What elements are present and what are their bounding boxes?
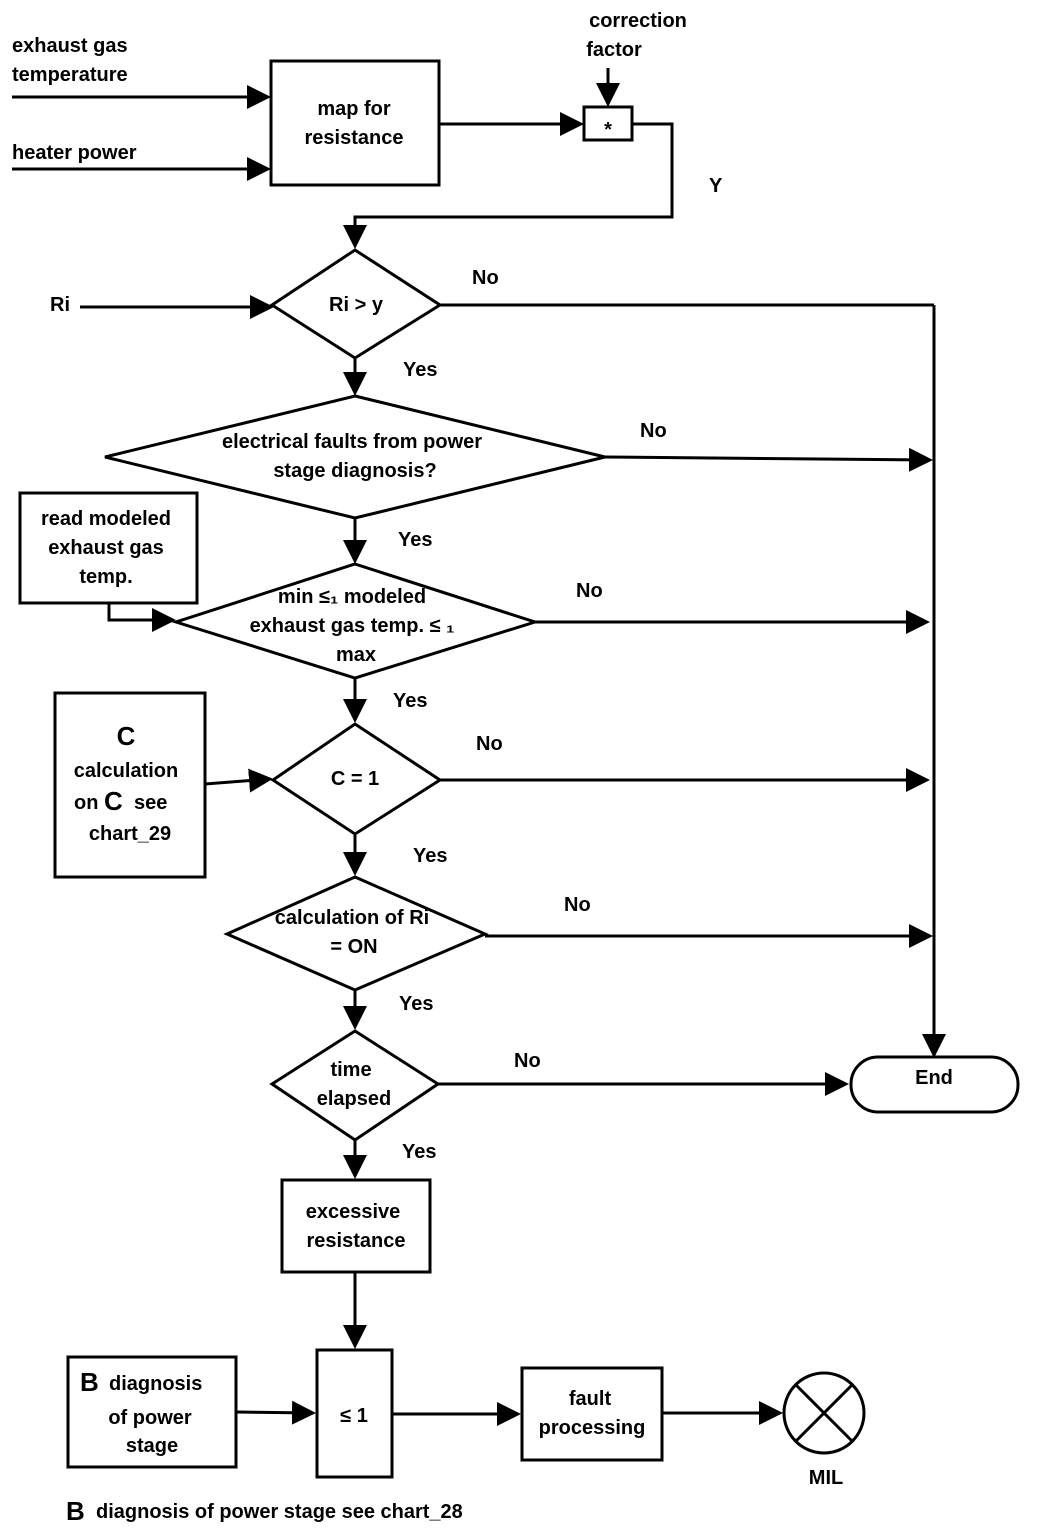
label-ri: Ri [50, 294, 70, 316]
b-diagnosis-of-power-stage-box: B diagnosis of power stage [66, 1355, 238, 1469]
svg-text:End: End [915, 1067, 953, 1089]
arrow-b-box-to-or [235, 1400, 316, 1425]
label-no-calc-ri: No [564, 894, 591, 916]
label-yes-c-equals-1: Yes [413, 845, 447, 867]
label-yes-ri-check: Yes [403, 359, 437, 381]
svg-text:diagnosis: diagnosis [109, 1373, 202, 1395]
label-mil: MIL [809, 1467, 843, 1489]
label-heater-power: heater power [12, 142, 137, 164]
svg-text:C: C [117, 721, 136, 751]
footnote-text: diagnosis of power stage see chart_28 [96, 1501, 463, 1523]
label-yes-calc-ri: Yes [399, 993, 433, 1015]
decision-c-equals-1: C = 1 [270, 722, 443, 836]
label-no-c-equals-1: No [476, 733, 503, 755]
svg-text:B: B [80, 1367, 99, 1397]
svg-text:≤ 1: ≤ 1 [340, 1405, 368, 1427]
arrow-read-modeled-to-check [107, 603, 176, 632]
svg-text:see: see [134, 792, 167, 814]
svg-text:on: on [74, 792, 98, 814]
svg-text:Ri > y: Ri > y [329, 294, 384, 316]
svg-text:calculation of Ri= ON: calculation of Ri= ON [275, 907, 429, 958]
svg-text:*: * [604, 119, 612, 141]
svg-text:calculation: calculation [74, 760, 178, 782]
c-calculation-box: C calculation on C see chart_29 [53, 691, 207, 879]
label-yes-electrical-faults: Yes [398, 529, 432, 551]
label-no-ri-check: No [472, 267, 499, 289]
label-no-modeled-temp: No [576, 580, 603, 602]
svg-text:of power: of power [108, 1407, 192, 1429]
svg-text:C = 1: C = 1 [331, 768, 379, 790]
decision-calculation-of-ri-on: calculation of Ri= ON [223, 875, 489, 992]
or-gate-box: ≤ 1 [315, 1348, 394, 1479]
label-no-electrical-faults: No [640, 420, 667, 442]
label-yes-time-elapsed: Yes [402, 1141, 436, 1163]
label-y: Y [709, 175, 723, 197]
no-arrow-electrical-faults [604, 447, 933, 472]
svg-text:stage: stage [126, 1435, 178, 1457]
decision-ri-greater-than-y: Ri > y [269, 248, 443, 360]
label-no-time-elapsed: No [514, 1050, 541, 1072]
label-yes-modeled-temp: Yes [393, 690, 427, 712]
svg-text:chart_29: chart_29 [89, 823, 171, 845]
end-terminator: End [849, 1055, 1020, 1114]
svg-text:C: C [104, 786, 123, 816]
connectors [12, 68, 946, 1426]
footnote-letter: B [66, 1496, 85, 1526]
multiplier-box: * [582, 105, 634, 142]
mil-lamp-icon [782, 1371, 866, 1455]
arrow-multiplier-to-ri-check [343, 122, 674, 249]
arrow-c-box-to-check [204, 768, 273, 793]
